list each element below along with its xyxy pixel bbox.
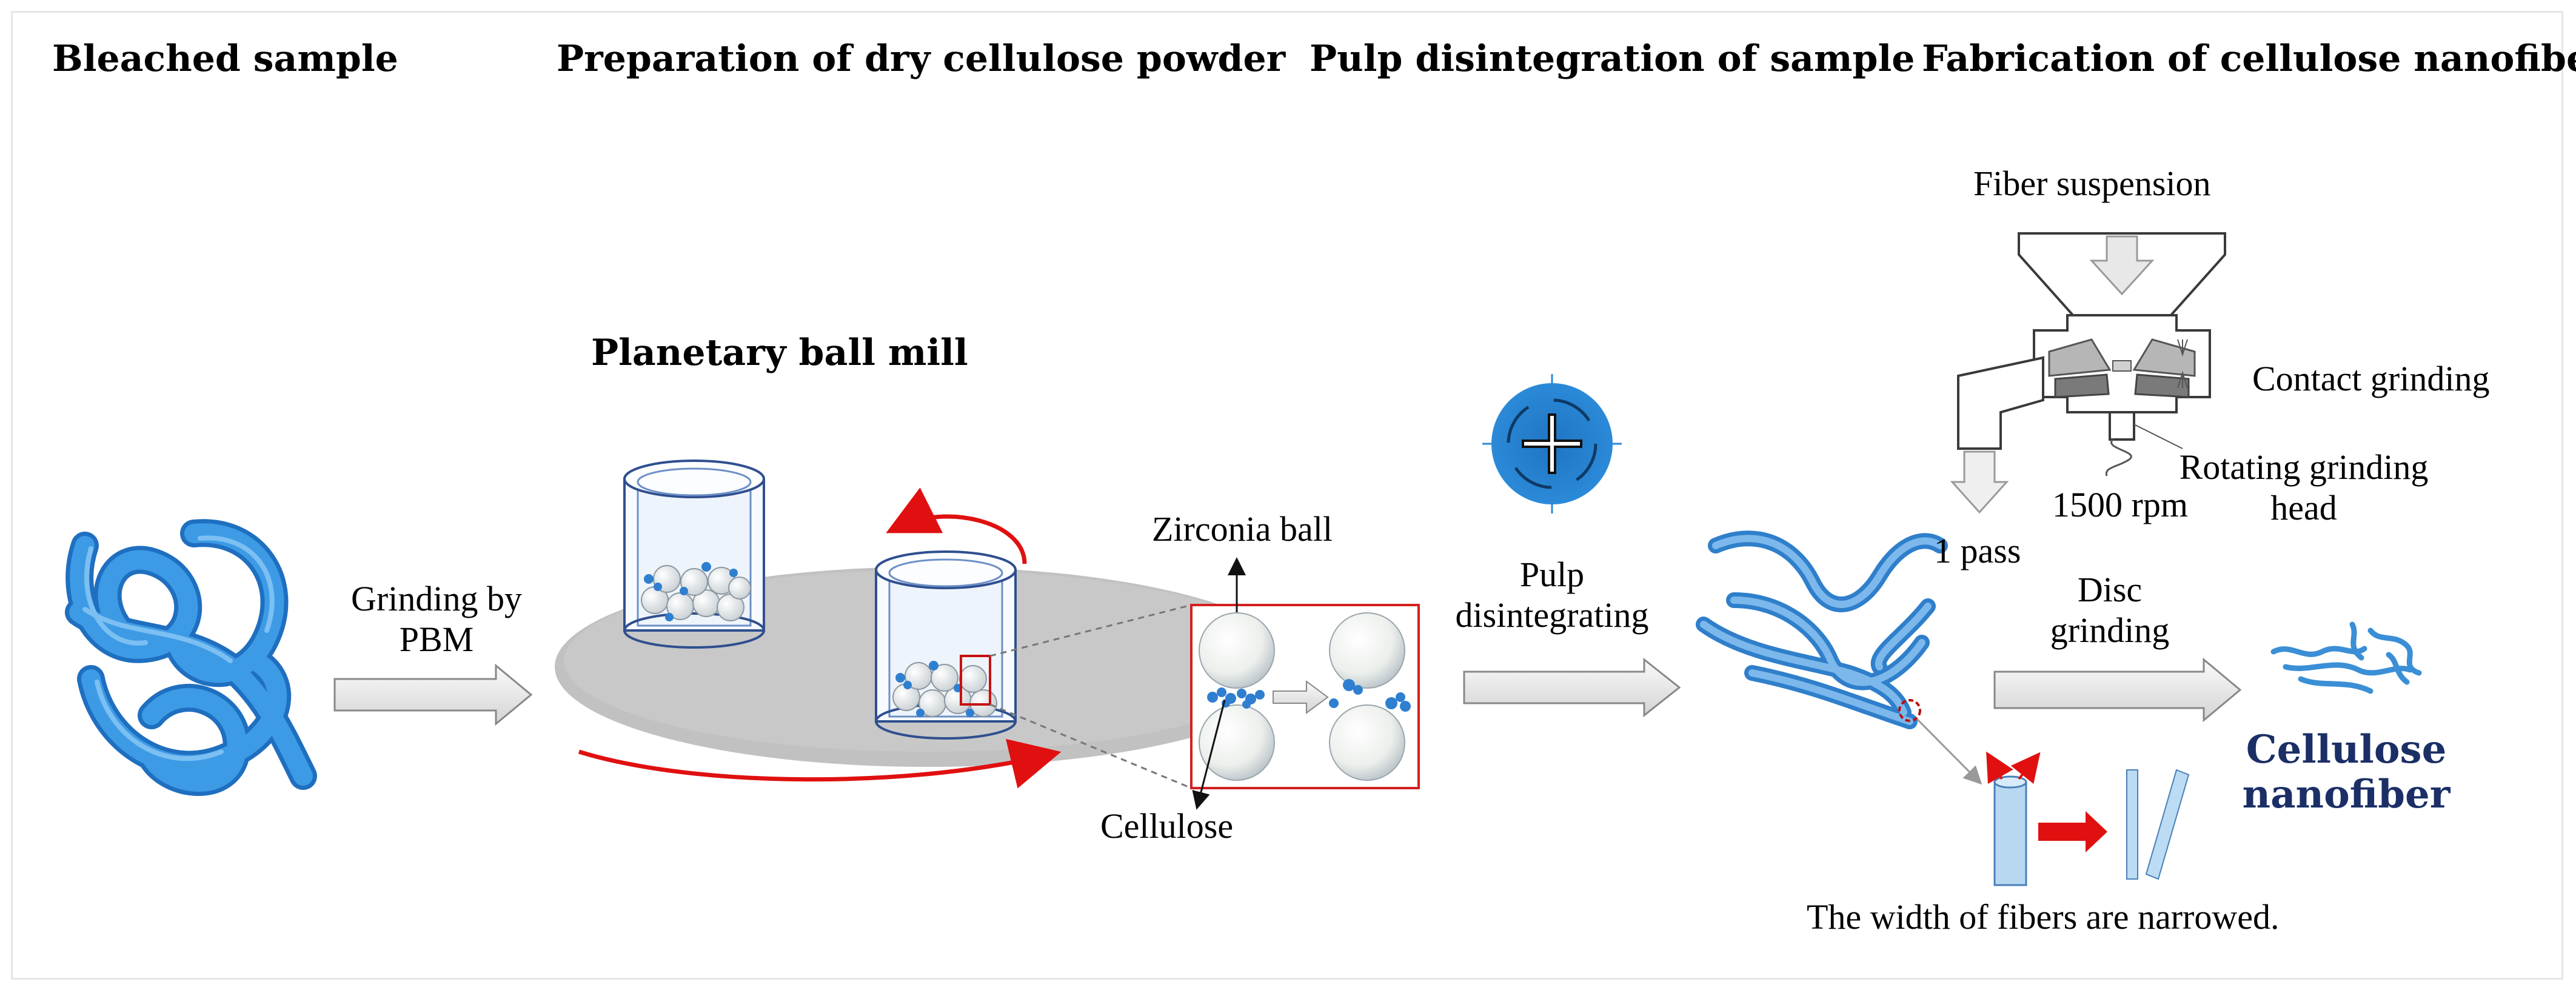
- disintegrator-icon: [1482, 374, 1622, 513]
- zoom-region-box: [960, 655, 991, 706]
- label-grinding-by-pbm: Grinding by PBM: [351, 579, 522, 659]
- mill-jar-left: [623, 460, 765, 649]
- cellulose-pointer: [1192, 700, 1226, 810]
- label-1500-rpm: 1500 rpm: [2052, 485, 2188, 524]
- label-disc-grinding: Disc grinding: [2050, 570, 2170, 650]
- label-pulp-disintegrating: Pulp disintegrating: [1455, 555, 1649, 635]
- zoom-line-bottom: [989, 703, 1192, 789]
- header-preparation-dry-cellulose-powder: Preparation of dry cellulose powder: [557, 38, 1286, 80]
- label-cellulose: Cellulose: [1100, 806, 1234, 846]
- arrow-pulp-disintegrating: [1463, 657, 1681, 718]
- zirconia-inset: [1190, 557, 1420, 810]
- arrow-grinding-pbm: [333, 663, 533, 726]
- header-bleached-sample: Bleached sample: [52, 38, 398, 80]
- label-planetary-ball-mill: Planetary ball mill: [591, 332, 968, 374]
- label-cellulose-nanofiber: Cellulose nanofiber: [2242, 727, 2451, 817]
- label-fiber-suspension: Fiber suspension: [1973, 164, 2211, 203]
- nanofiber-strands: [2270, 621, 2422, 694]
- figure-frame: [11, 11, 2563, 980]
- label-contact-grinding: Contact grinding: [2252, 359, 2490, 398]
- header-fabrication-nanofiber: Fabrication of cellulose nanofiber: [1922, 38, 2576, 80]
- label-width-narrowed: The width of fibers are narrowed.: [1807, 897, 2280, 937]
- pulp-fibers: [1696, 530, 1948, 729]
- arrow-disc-grinding: [1993, 657, 2242, 723]
- zoom-line-top: [989, 604, 1192, 657]
- label-1-pass: 1 pass: [1934, 531, 2021, 570]
- fiber-narrowing-detail: [1986, 751, 2190, 886]
- jar-rotation-arrow: [886, 487, 1027, 564]
- plate-rotation-arrow: [578, 738, 1062, 789]
- mill-jar-right: [875, 550, 1017, 740]
- bleached-fiber-tangle: [65, 519, 317, 796]
- header-pulp-disintegration: Pulp disintegration of sample: [1310, 38, 1915, 80]
- label-rotating-grinding-head: Rotating grinding head: [2179, 447, 2429, 527]
- fiber-zoom-marker: [1898, 699, 1921, 722]
- disc-grinder: [1950, 232, 2226, 514]
- label-zirconia-ball: Zirconia ball: [1152, 509, 1333, 549]
